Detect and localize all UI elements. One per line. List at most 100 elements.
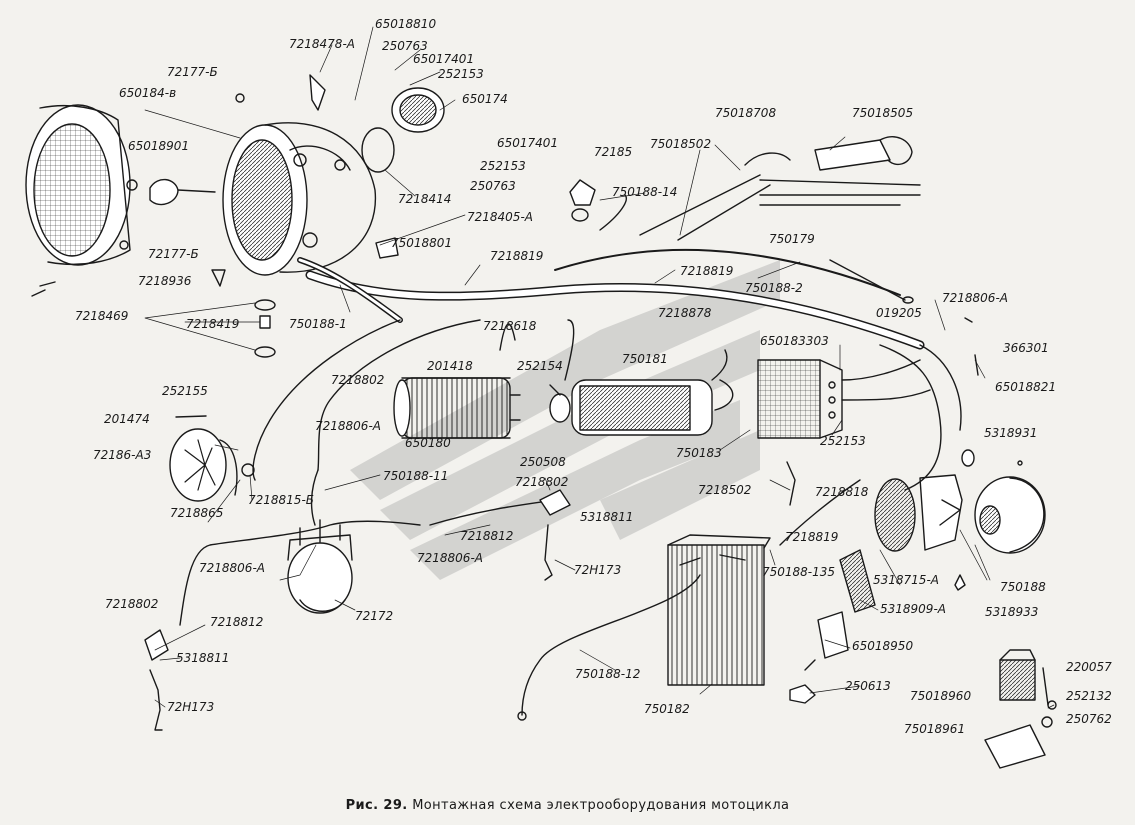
part-label: 75018961 [904, 722, 966, 736]
part-label: 7218819 [785, 530, 839, 544]
part-label: 650183303 [760, 334, 829, 348]
figure-caption-text: Монтажная схема электрооборудования мото… [412, 798, 790, 813]
part-label: 750188-135 [762, 565, 836, 579]
part-label: 201418 [427, 359, 473, 373]
part-label: 250763 [470, 179, 516, 193]
part-label: 65018901 [128, 139, 190, 153]
part-label: 75018708 [715, 106, 777, 120]
part-label: 7218936 [138, 274, 192, 288]
part-label: 7218478-А [289, 37, 355, 51]
part-label: 252155 [162, 384, 208, 398]
part-label: 7218818 [815, 485, 869, 499]
part-label: 252132 [1066, 689, 1112, 703]
part-label: 250763 [382, 39, 428, 53]
part-label: 75018960 [910, 689, 972, 703]
headlamp-housing [222, 122, 377, 276]
speedometer [361, 87, 445, 173]
part-label: 750188-11 [383, 469, 449, 483]
bulb [126, 178, 216, 206]
part-label: 75018502 [650, 137, 712, 151]
part-label: 750188 [1000, 580, 1046, 594]
part-label: 7218812 [210, 615, 264, 629]
part-label: 7218502 [698, 483, 752, 497]
part-label: 72177-Б [148, 247, 199, 261]
main-harness [297, 194, 925, 350]
plate-75018961 [984, 724, 1046, 769]
part-label: 72185 [594, 145, 633, 159]
part-label: 7218802 [105, 597, 159, 611]
part-label: 7218865 [170, 506, 224, 520]
part-label: 7218806-А [942, 291, 1008, 305]
part-label: 65017401 [413, 52, 475, 66]
part-label: 65017401 [497, 136, 559, 150]
part-label: 7218819 [490, 249, 544, 263]
part-label: 7218802 [515, 475, 569, 489]
figure-caption: Рис. 29. Монтажная схема электрооборудов… [0, 798, 1135, 813]
part-label: 72172 [355, 609, 394, 623]
leader-lines [144, 26, 1055, 709]
part-label: 72177-Б [167, 65, 218, 79]
part-label: 750188-1 [289, 317, 347, 331]
voltage-regulator [757, 359, 931, 439]
part-label: 750181 [622, 352, 668, 366]
part-label: 366301 [1003, 341, 1049, 355]
part-label: 5318933 [985, 605, 1039, 619]
part-label: 7218469 [75, 309, 129, 323]
headlamp-rim [25, 104, 131, 266]
part-label: 650180 [405, 436, 451, 450]
part-label: 250762 [1066, 712, 1112, 726]
part-label: 7218812 [460, 529, 514, 543]
part-label: 252153 [480, 159, 526, 173]
part-label: 019205 [876, 306, 922, 320]
relay-75018960 [999, 649, 1036, 701]
horn [169, 428, 255, 502]
part-label: 5318811 [580, 510, 634, 524]
part-label: 5318811 [176, 651, 230, 665]
stop-switch [804, 549, 876, 671]
part-label: 220057 [1066, 660, 1112, 674]
part-label: 250613 [845, 679, 891, 693]
part-label: 7218819 [680, 264, 734, 278]
part-label: 72Н173 [574, 563, 622, 577]
part-label: 252154 [517, 359, 563, 373]
part-label: 750179 [769, 232, 815, 246]
part-label: 72Н173 [167, 700, 215, 714]
starter-coil [549, 349, 734, 436]
part-label: 252153 [820, 434, 866, 448]
part-label: 75018505 [852, 106, 914, 120]
part-label: 7218802 [331, 373, 385, 387]
part-label: 5318715-А [873, 573, 939, 587]
part-label: 250508 [520, 455, 566, 469]
part-label: 65018950 [852, 639, 914, 653]
part-label: 7218815-Б [248, 493, 315, 507]
handlebar-grip [744, 136, 921, 206]
part-label: 650184-в [119, 86, 177, 100]
nut-250613 [789, 684, 816, 704]
part-label: 72186-А3 [93, 448, 152, 462]
part-label: 7218806-А [199, 561, 265, 575]
part-label: 750183 [676, 446, 722, 460]
part-label: 252153 [438, 67, 484, 81]
part-label: 75018801 [391, 236, 453, 250]
part-label: 750188-14 [612, 185, 678, 199]
spark-plug-right [539, 489, 571, 581]
part-label: 65018821 [995, 380, 1057, 394]
part-label: 5318909-А [880, 602, 946, 616]
part-label: 7218405-А [467, 210, 533, 224]
part-label: 5318931 [984, 426, 1038, 440]
part-label: 650174 [462, 92, 508, 106]
part-label: 750188-2 [745, 281, 803, 295]
part-label: 7218618 [483, 319, 537, 333]
figure-number: Рис. 29. [345, 798, 408, 813]
part-label: 7218806-А [417, 551, 483, 565]
spark-plug-left [144, 629, 169, 731]
part-label: 7218419 [186, 317, 240, 331]
part-label: 201474 [104, 412, 150, 426]
tail-lamp [874, 474, 1046, 554]
part-label: 65018810 [375, 17, 437, 31]
part-label: 7218806-А [315, 419, 381, 433]
switch-stem [309, 74, 326, 111]
part-label: 750182 [644, 702, 690, 716]
part-label: 750188-12 [575, 667, 641, 681]
